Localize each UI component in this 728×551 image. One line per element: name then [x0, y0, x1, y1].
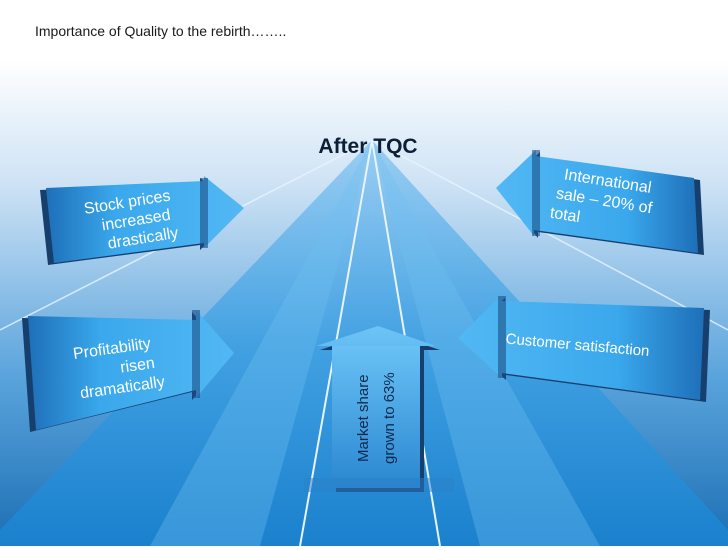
center-label: After TQC	[318, 135, 417, 158]
market-line-1: Market share	[355, 374, 372, 462]
slide-title: Importance of Quality to the rebirth……..	[35, 23, 286, 39]
slide-header: Importance of Quality to the rebirth……..	[0, 0, 728, 60]
diagram-svg: After TQC Stock prices increased drastic…	[0, 60, 728, 546]
market-line-2: grown to 63%	[381, 372, 398, 464]
diagram-canvas: After TQC Stock prices increased drastic…	[0, 60, 728, 546]
